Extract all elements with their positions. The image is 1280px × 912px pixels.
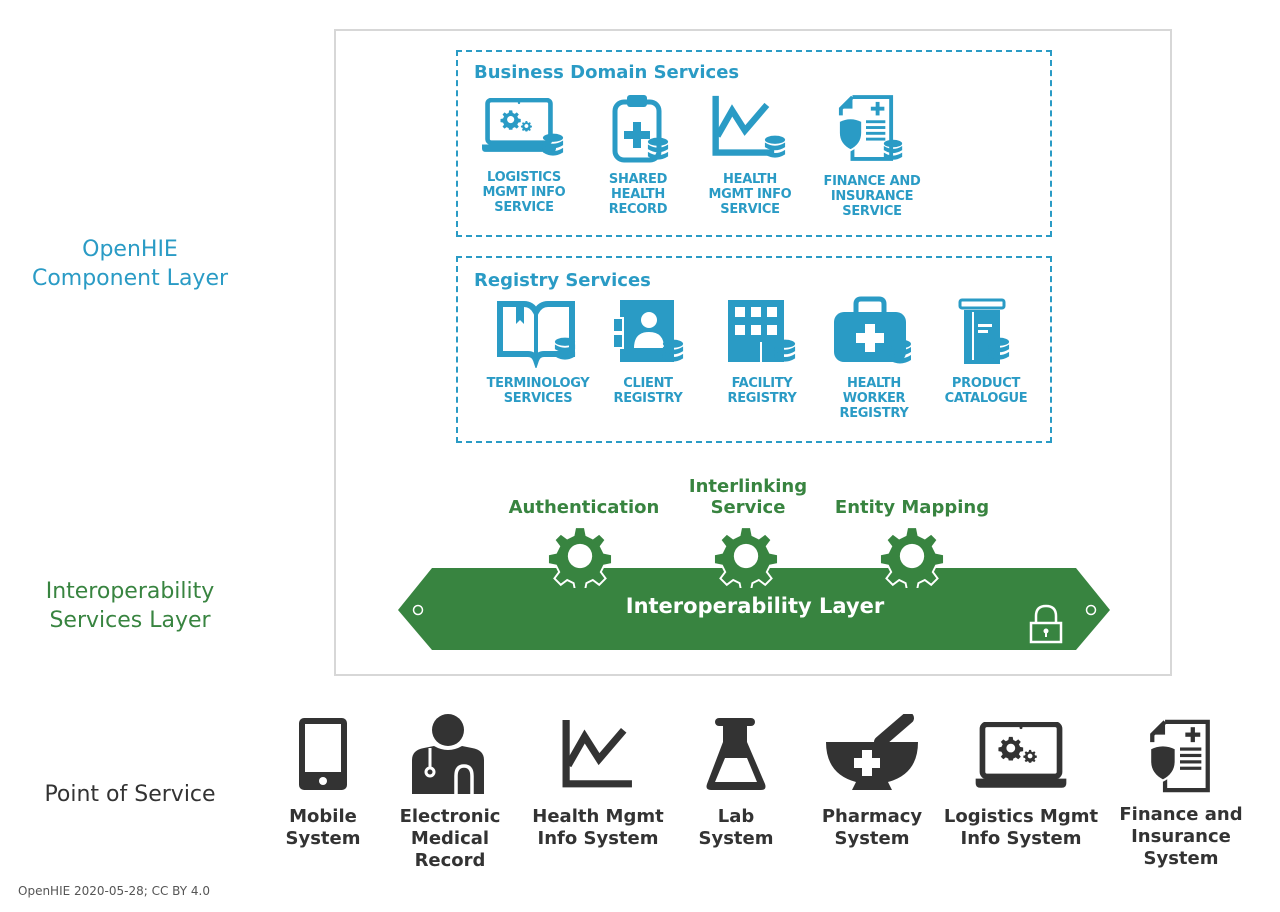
clipboard-cross-database-icon <box>612 95 669 163</box>
service-product-catalogue[interactable]: PRODUCT CATALOGUE <box>926 298 1046 406</box>
pos-label: Lab System <box>698 806 774 849</box>
footer-credit: OpenHIE 2020-05-28; CC BY 4.0 <box>18 884 210 898</box>
pos-label: Pharmacy System <box>821 806 923 849</box>
service-label: HEALTH MGMT INFO SERVICE <box>708 172 792 217</box>
service-terminology[interactable]: TERMINOLOGY SERVICES <box>478 298 598 406</box>
service-label: SHARED HEALTH RECORD <box>608 172 668 217</box>
pos-lab-system[interactable]: Lab System <box>656 714 816 850</box>
gear-icon[interactable] <box>880 526 944 591</box>
interoperability-layer-bar <box>398 526 1110 650</box>
service-finance-insurance[interactable]: FINANCE AND INSURANCE SERVICE <box>812 94 932 219</box>
building-database-icon <box>728 300 796 362</box>
pos-label: Logistics Mgmt Info System <box>943 806 1099 849</box>
laptop-gears-database-icon <box>482 96 564 156</box>
medical-bag-database-icon <box>834 296 911 364</box>
service-label: FACILITY REGISTRY <box>727 376 797 406</box>
registry-services-group: Registry Services TERMINOLOGY SERVICES C… <box>456 256 1052 443</box>
line-chart-database-icon <box>712 94 786 158</box>
service-shared-health-record[interactable]: SHARED HEALTH RECORD <box>578 92 698 217</box>
interop-service-label-interlinking: Interlinking Service <box>688 476 808 518</box>
hie-architecture-frame <box>334 29 1172 676</box>
business-domain-services-group: Business Domain Services LOGISTICS MGMT … <box>456 50 1052 237</box>
product-container-database-icon <box>958 298 1010 364</box>
service-label: CLIENT REGISTRY <box>613 376 683 406</box>
gear-icon[interactable] <box>548 526 612 591</box>
service-facility-registry[interactable]: FACILITY REGISTRY <box>702 298 822 406</box>
insurance-document-icon <box>1146 714 1216 794</box>
pos-label: Mobile System <box>285 806 361 849</box>
pos-pharmacy-system[interactable]: Pharmacy System <box>792 714 952 850</box>
service-logistics-mgmt-info[interactable]: LOGISTICS MGMT INFO SERVICE <box>464 96 584 215</box>
interop-service-label-entity-mapping: Entity Mapping <box>834 497 990 518</box>
line-chart-icon <box>558 714 638 794</box>
book-database-icon <box>497 301 576 368</box>
pos-mobile-system[interactable]: Mobile System <box>243 714 403 850</box>
pos-finance-insurance-system[interactable]: Finance and Insurance System <box>1101 714 1261 870</box>
flask-icon <box>706 718 766 790</box>
pos-health-mgmt-info-system[interactable]: Health Mgmt Info System <box>518 714 678 850</box>
lock-icon <box>1029 604 1063 644</box>
service-label: FINANCE AND INSURANCE SERVICE <box>823 174 921 219</box>
service-label: TERMINOLOGY SERVICES <box>486 376 590 406</box>
pos-label: Electronic Medical Record <box>399 806 501 871</box>
component-layer-label: OpenHIE Component Layer <box>31 237 229 291</box>
interop-service-label-authentication: Authentication <box>508 497 660 518</box>
pos-logistics-mgmt-info-system[interactable]: Logistics Mgmt Info System <box>941 714 1101 850</box>
laptop-gears-icon <box>975 714 1067 794</box>
service-label: LOGISTICS MGMT INFO SERVICE <box>482 170 566 215</box>
service-health-mgmt-info[interactable]: HEALTH MGMT INFO SERVICE <box>690 94 810 217</box>
service-client-registry[interactable]: CLIENT REGISTRY <box>588 298 708 406</box>
insurance-document-database-icon <box>837 95 903 161</box>
pos-label: Finance and Insurance System <box>1119 804 1243 869</box>
registry-services-title: Registry Services <box>474 270 651 291</box>
service-health-worker-registry[interactable]: HEALTH WORKER REGISTRY <box>814 296 934 421</box>
pos-electronic-medical-record[interactable]: Electronic Medical Record <box>370 714 530 872</box>
service-label: PRODUCT CATALOGUE <box>944 376 1028 406</box>
service-label: HEALTH WORKER REGISTRY <box>839 376 909 421</box>
mortar-pestle-icon <box>826 714 918 790</box>
gear-icon[interactable] <box>714 526 778 591</box>
business-domain-services-title: Business Domain Services <box>474 62 740 83</box>
contact-book-database-icon <box>612 300 684 362</box>
pos-label: Health Mgmt Info System <box>532 806 664 849</box>
doctor-icon <box>412 714 484 794</box>
point-of-service-label: Point of Service <box>44 782 216 807</box>
interoperability-layer-label: Interoperability Services Layer <box>45 579 215 633</box>
tablet-icon <box>299 718 347 790</box>
interoperability-layer-title: Interoperability Layer <box>625 594 885 618</box>
